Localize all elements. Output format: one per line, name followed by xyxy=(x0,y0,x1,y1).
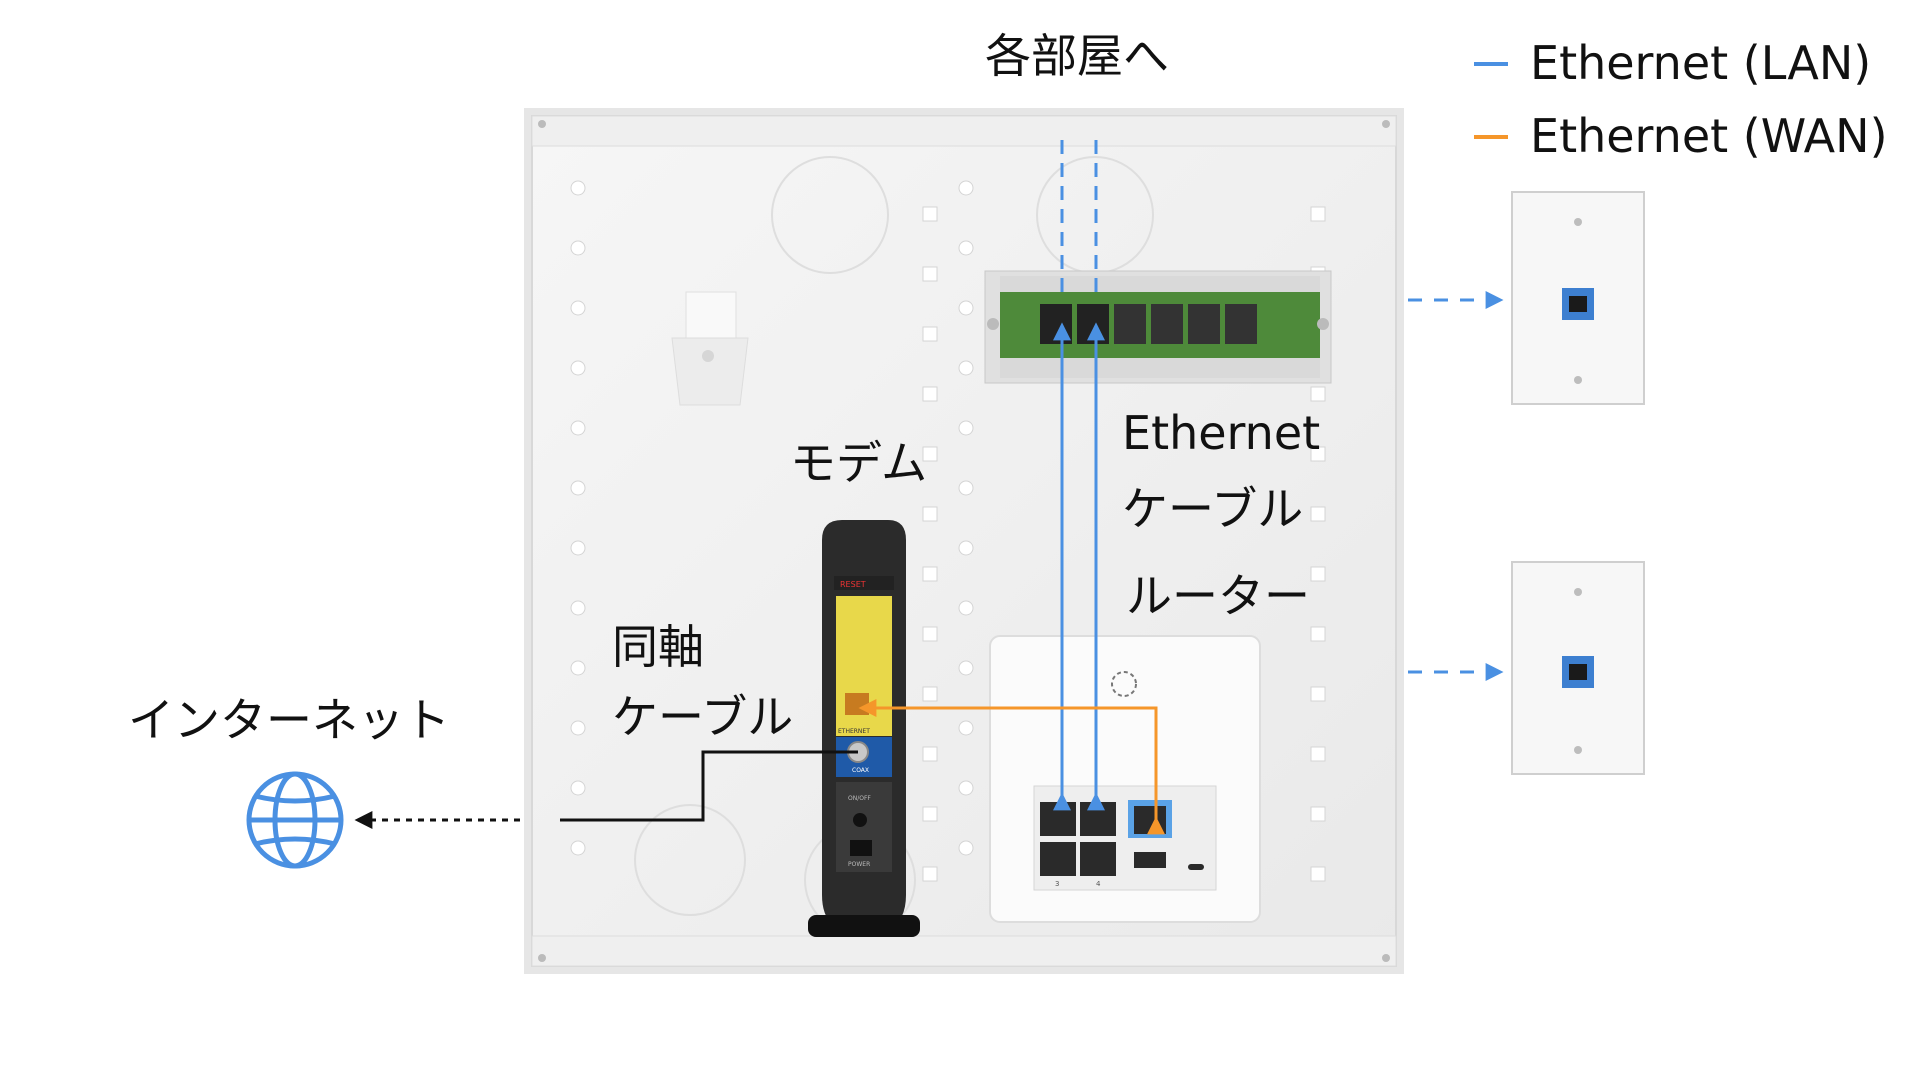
wall-jack-1 xyxy=(1511,191,1645,405)
mounting-hole xyxy=(958,300,974,316)
mounting-hole xyxy=(958,660,974,676)
modem-power-label: POWER xyxy=(848,861,870,868)
mounting-hole xyxy=(958,360,974,376)
legend-wan-label: Ethernet (WAN) xyxy=(1530,109,1888,163)
mounting-hole xyxy=(922,686,938,702)
ethernet-cable-label: Ethernet ケーブル xyxy=(1122,406,1321,536)
mounting-hole xyxy=(1310,386,1326,402)
mounting-hole xyxy=(1310,506,1326,522)
router-port-4-label: 4 xyxy=(1096,880,1101,888)
mounting-hole xyxy=(958,480,974,496)
mounting-hole xyxy=(1310,446,1326,462)
mounting-hole xyxy=(922,626,938,642)
mounting-hole xyxy=(922,566,938,582)
mounting-hole xyxy=(958,600,974,616)
mounting-hole xyxy=(570,420,586,436)
wall-jack-2 xyxy=(1511,561,1645,775)
mounting-hole xyxy=(570,180,586,196)
globe-icon xyxy=(246,771,344,869)
mounting-hole xyxy=(922,386,938,402)
mounting-hole xyxy=(922,266,938,282)
mounting-hole xyxy=(1310,746,1326,762)
mounting-hole xyxy=(958,240,974,256)
modem-device: RESET ETHERNET COAX ON/OFF POWER xyxy=(808,520,920,937)
patch-panel xyxy=(984,270,1332,384)
mounting-hole xyxy=(922,446,938,462)
mounting-hole xyxy=(1310,806,1326,822)
mounting-hole xyxy=(1310,686,1326,702)
wan-connection xyxy=(858,699,1165,835)
mounting-hole xyxy=(570,300,586,316)
mounting-hole xyxy=(1310,566,1326,582)
mounting-hole xyxy=(922,206,938,222)
modem-reset-label: RESET xyxy=(840,580,866,589)
mounting-hole xyxy=(1310,626,1326,642)
mounting-hole xyxy=(570,720,586,736)
mounting-hole xyxy=(958,780,974,796)
modem-onoff-label: ON/OFF xyxy=(848,795,871,802)
modem-ethernet-label: ETHERNET xyxy=(838,728,870,735)
mounting-hole xyxy=(922,506,938,522)
modem-coax-label: COAX xyxy=(852,767,869,774)
mounting-hole xyxy=(922,866,938,882)
mounting-hole xyxy=(570,240,586,256)
legend-lan-label: Ethernet (LAN) xyxy=(1530,36,1872,90)
router-port-3-label: 3 xyxy=(1055,880,1059,888)
router-device: 3 4 xyxy=(989,635,1261,923)
mounting-hole xyxy=(958,840,974,856)
modem-label: モデム xyxy=(790,436,928,490)
mounting-hole xyxy=(570,780,586,796)
mounting-hole xyxy=(570,480,586,496)
mounting-hole xyxy=(958,180,974,196)
mounting-hole xyxy=(958,720,974,736)
mounting-hole xyxy=(922,746,938,762)
coax-cable-label: 同軸 ケーブル xyxy=(612,620,794,744)
mounting-hole xyxy=(958,540,974,556)
internet-label: インターネット xyxy=(128,693,450,747)
mounting-hole xyxy=(922,326,938,342)
mounting-hole xyxy=(570,600,586,616)
to-rooms-label: 各部屋へ xyxy=(985,29,1169,83)
mounting-hole xyxy=(570,360,586,376)
mounting-hole xyxy=(958,420,974,436)
coax-connection xyxy=(354,750,858,829)
mounting-hole xyxy=(922,806,938,822)
mounting-hole xyxy=(1310,866,1326,882)
mounting-hole xyxy=(570,660,586,676)
mounting-hole xyxy=(1310,206,1326,222)
mounting-hole xyxy=(570,840,586,856)
mounting-hole xyxy=(570,540,586,556)
router-label: ルーター xyxy=(1126,569,1310,623)
